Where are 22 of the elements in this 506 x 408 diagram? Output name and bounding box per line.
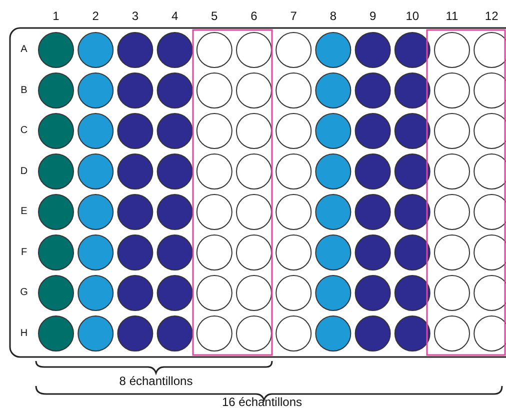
column-number: 4 <box>171 10 178 22</box>
column-number: 9 <box>369 10 376 22</box>
row-letter: C <box>20 126 28 136</box>
row-letter: D <box>20 166 28 176</box>
column-number: 7 <box>290 10 297 22</box>
row-letter: G <box>20 288 28 298</box>
row-letter: F <box>20 248 28 258</box>
column-number: 1 <box>52 10 60 22</box>
column-number: 10 <box>406 10 420 22</box>
column-number: 2 <box>92 10 99 22</box>
column-number: 8 <box>330 10 337 22</box>
column-number: 11 <box>446 10 458 22</box>
column-number: 5 <box>211 10 218 22</box>
row-letter: E <box>20 207 28 217</box>
column-number: 12 <box>484 10 498 22</box>
row-letter: B <box>20 86 28 96</box>
row-letter: H <box>20 328 28 338</box>
bracket-label: 16 échantillons <box>222 396 302 408</box>
column-number: 3 <box>132 10 139 22</box>
column-number: 6 <box>250 10 258 22</box>
row-letter: A <box>20 45 28 55</box>
bracket-label: 8 échantillons <box>119 375 193 387</box>
